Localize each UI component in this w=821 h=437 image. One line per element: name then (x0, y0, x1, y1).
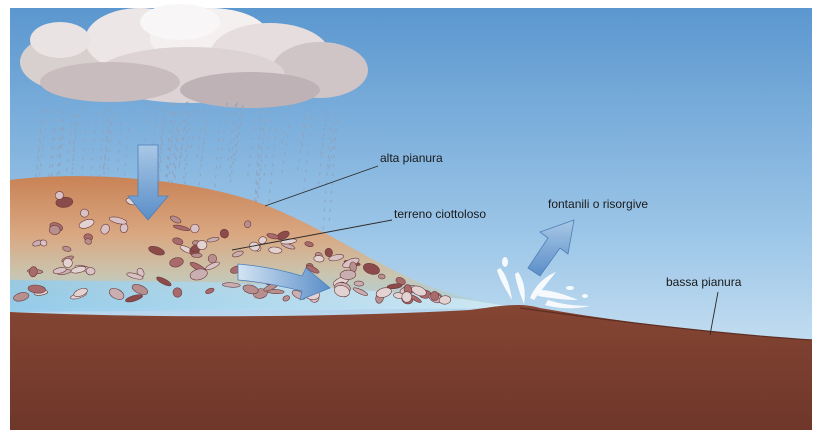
label-pebble-soil: terreno ciottoloso (394, 207, 486, 221)
label-low-plain: bassa pianura (666, 275, 742, 289)
label-high-plain: alta pianura (380, 151, 443, 165)
label-springs: fontanili o risorgive (548, 197, 648, 211)
